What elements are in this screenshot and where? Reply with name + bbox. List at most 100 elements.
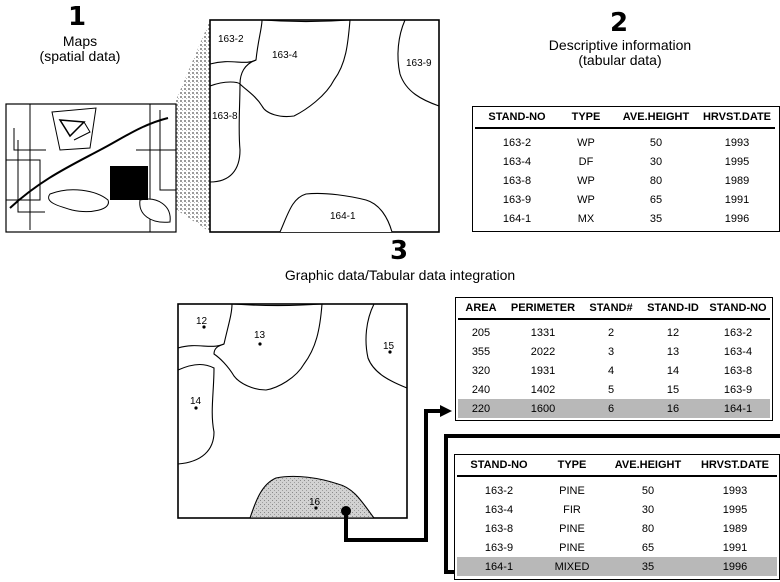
cell: PINE [559,484,585,497]
cell: WP [577,136,595,149]
cell: 1995 [722,503,748,516]
header-hrvst-date: HRVST.DATE [700,459,770,471]
centroid-15 [388,350,392,354]
section-1-subtitle: (spatial data) [39,48,121,64]
cell: 163-2 [484,484,514,497]
cell: 16 [640,399,706,418]
section-1-number: 1 [67,2,87,32]
cell: WP [577,193,595,206]
section-2-title: Descriptive information [548,37,692,53]
map2-label-15: 15 [383,341,395,352]
descriptive-table: STAND-NO TYPE AVE.HEIGHT HRVST.DATE 163-… [472,106,780,232]
cell: 13 [666,345,680,358]
cell: 163-4 [502,155,532,168]
cell: 1989 [724,174,750,187]
cell: 65 [641,541,655,554]
cell: 1993 [722,484,748,497]
header-type: TYPE [557,459,587,471]
cell: MX [577,212,595,225]
map1-label-163-4: 163-4 [272,50,298,61]
overview-map [5,103,177,233]
cell: 50 [649,136,663,149]
cell: 163-4 [723,345,753,358]
cell: 1996 [693,557,777,576]
map1-label-163-9: 163-9 [406,58,432,69]
header-ave-height: AVE.HEIGHT [614,459,682,471]
cell: 2 [607,326,615,339]
centroid-14 [194,406,198,410]
table-row: 163-8 PINE 80 1989 [457,519,777,538]
cell: 163-8 [723,364,753,377]
cell: 355 [471,345,491,358]
section-1-title: Maps [62,33,98,49]
header-stand-no: STAND-NO [709,302,767,314]
cell: 163-8 [502,174,532,187]
cell: 35 [603,557,693,576]
cell: 240 [471,383,491,396]
cell: 1991 [722,541,748,554]
cell: 163-9 [723,383,753,396]
cell: 163-9 [484,541,514,554]
map1-label-164-1: 164-1 [330,211,356,222]
map2-label-16: 16 [309,497,321,508]
centroid-16 [314,506,318,510]
cell: 163-2 [723,326,753,339]
cell: 2022 [530,345,556,358]
section-3-number: 3 [389,236,409,266]
cell: FIR [563,503,581,516]
detail-map-2 [177,303,408,519]
header-stand-no: STAND-NO [470,459,528,471]
section-3-title: Graphic data/Tabular data integration [284,267,516,283]
header-stand-no: STAND-NO [488,111,546,123]
cell: 1996 [724,212,750,225]
cell: 320 [471,364,491,377]
cell: 163-8 [484,522,514,535]
cell: 164-1 [457,557,541,576]
cell: 80 [641,522,655,535]
cell: WP [577,174,595,187]
header-stand-id: STAND-ID [647,302,699,314]
cell: 80 [649,174,663,187]
joined-table-grid: STAND-NO TYPE AVE.HEIGHT HRVST.DATE 163-… [457,455,777,576]
cell: 1989 [722,522,748,535]
cell: 35 [649,212,663,225]
cell: 1991 [724,193,750,206]
attribute-table: AREA PERIMETER STAND# STAND-ID STAND-NO … [455,297,773,421]
cell: 1402 [530,383,556,396]
cell: PINE [559,522,585,535]
header-hrvst-date: HRVST.DATE [702,111,772,123]
cell: 220 [458,399,504,418]
centroid-12 [202,325,206,329]
cell: 1931 [530,364,556,377]
table-row: 163-8 WP 80 1989 [475,171,775,190]
header-type: TYPE [571,111,601,123]
header-perimeter: PERIMETER [510,302,576,314]
link-arrow-1 [341,405,452,542]
cell: 1331 [530,326,556,339]
cell: 30 [649,155,663,168]
detail-map-1 [209,19,440,233]
cell: 65 [649,193,663,206]
map1-label-163-8: 163-8 [212,111,238,122]
cell: 163-2 [502,136,532,149]
cell: 15 [666,383,680,396]
cell: 1995 [724,155,750,168]
cell: 4 [607,364,615,377]
header-ave-height: AVE.HEIGHT [622,111,690,123]
header-stand-num: STAND# [589,302,633,314]
cell: 12 [666,326,680,339]
centroid-13 [258,342,262,346]
cell: 1600 [504,399,582,418]
